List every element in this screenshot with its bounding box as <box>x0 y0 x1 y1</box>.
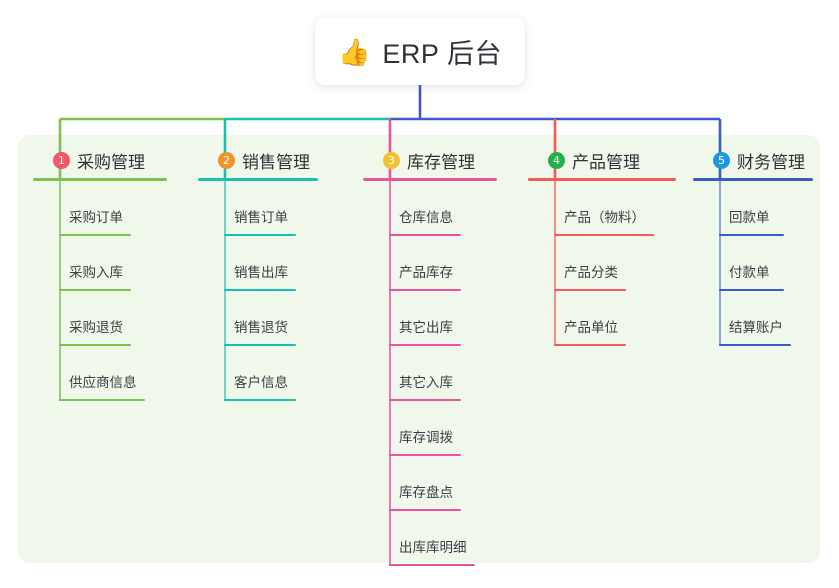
leaf-rule <box>554 344 626 346</box>
column-badge: 5 <box>713 151 730 169</box>
leaf-label: 库存盘点 <box>399 485 453 500</box>
leaf-rule <box>719 344 791 346</box>
column-采购管理: 1 采购管理采购订单采购入库采购退货供应商信息 <box>33 147 167 401</box>
leaf-label: 产品（物料） <box>564 210 645 225</box>
leaf-item[interactable]: 产品单位 <box>554 291 676 346</box>
column-header-5[interactable]: 5 财务管理 <box>693 147 813 173</box>
column-销售管理: 2 销售管理销售订单销售出库销售退货客户信息 <box>198 147 318 401</box>
column-财务管理: 5 财务管理回款单付款单结算账户 <box>693 147 813 346</box>
leaf-rule <box>59 399 145 401</box>
leaf-label: 仓库信息 <box>399 210 453 225</box>
leaf-label: 其它出库 <box>399 320 453 335</box>
leaf-rule <box>389 289 461 291</box>
leaf-item[interactable]: 其它出库 <box>389 291 497 346</box>
leaf-item[interactable]: 采购退货 <box>59 291 167 346</box>
column-header-3[interactable]: 3 库存管理 <box>363 147 497 173</box>
thumbs-up-icon: 👍 <box>338 36 371 67</box>
leaf-item[interactable]: 产品库存 <box>389 236 497 291</box>
leaf-label: 采购订单 <box>69 210 123 225</box>
leaf-item[interactable]: 销售订单 <box>224 181 318 236</box>
column-badge: 2 <box>218 151 235 169</box>
column-title: 库存管理 <box>407 152 475 172</box>
column-spine <box>719 181 721 346</box>
leaf-label: 客户信息 <box>234 375 288 390</box>
leaf-label: 销售订单 <box>234 210 288 225</box>
root-node[interactable]: 👍 ERP 后台 <box>315 18 525 85</box>
leaf-label: 供应商信息 <box>69 375 137 390</box>
leaf-item[interactable]: 供应商信息 <box>59 346 167 401</box>
column-spine <box>224 181 226 401</box>
column-spine <box>389 181 391 566</box>
leaf-rule <box>59 289 131 291</box>
leaf-rule <box>719 289 784 291</box>
leaf-rule <box>224 399 296 401</box>
leaf-rule <box>224 289 296 291</box>
column-header-rule <box>198 178 318 181</box>
leaf-label: 付款单 <box>729 265 770 280</box>
leaf-item[interactable]: 付款单 <box>719 236 813 291</box>
leaf-rule <box>224 234 296 236</box>
leaf-rule <box>554 234 654 236</box>
column-spine <box>554 181 556 346</box>
leaf-item[interactable]: 库存调拨 <box>389 401 497 456</box>
leaf-item[interactable]: 其它入库 <box>389 346 497 401</box>
column-badge: 4 <box>548 151 565 169</box>
leaf-label: 采购退货 <box>69 320 123 335</box>
column-title: 产品管理 <box>572 152 640 172</box>
leaf-item[interactable]: 出库库明细 <box>389 511 497 566</box>
column-header-rule <box>33 178 167 181</box>
column-badge: 1 <box>53 151 70 169</box>
leaf-rule <box>389 509 461 511</box>
column-header-rule <box>363 178 497 181</box>
leaf-rule <box>554 289 626 291</box>
leaf-rule <box>224 344 296 346</box>
leaf-rule <box>389 564 475 566</box>
leaf-label: 其它入库 <box>399 375 453 390</box>
diagram-panel <box>18 135 820 563</box>
leaf-rule <box>59 344 131 346</box>
leaf-label: 产品分类 <box>564 265 618 280</box>
leaf-item[interactable]: 产品（物料） <box>554 181 676 236</box>
column-title: 采购管理 <box>77 152 145 172</box>
column-产品管理: 4 产品管理产品（物料） 产品分类产品单位 <box>528 147 676 346</box>
column-header-rule <box>528 178 676 181</box>
leaf-label: 销售出库 <box>234 265 288 280</box>
leaf-rule <box>389 344 461 346</box>
column-spine <box>59 181 61 401</box>
leaf-rule <box>59 234 131 236</box>
root-title: ERP 后台 <box>382 39 502 69</box>
leaf-label: 销售退货 <box>234 320 288 335</box>
leaf-rule <box>719 234 784 236</box>
column-badge: 3 <box>383 151 400 169</box>
leaf-item[interactable]: 客户信息 <box>224 346 318 401</box>
leaf-label: 采购入库 <box>69 265 123 280</box>
column-header-4[interactable]: 4 产品管理 <box>528 147 676 173</box>
leaf-item[interactable]: 销售出库 <box>224 236 318 291</box>
leaf-label: 产品单位 <box>564 320 618 335</box>
leaf-label: 产品库存 <box>399 265 453 280</box>
leaf-label: 库存调拨 <box>399 430 453 445</box>
column-title: 财务管理 <box>737 152 805 172</box>
leaf-label: 出库库明细 <box>399 540 467 555</box>
leaf-rule <box>389 399 461 401</box>
column-header-2[interactable]: 2 销售管理 <box>198 147 318 173</box>
leaf-label: 结算账户 <box>729 320 783 335</box>
column-header-1[interactable]: 1 采购管理 <box>33 147 167 173</box>
leaf-rule <box>389 234 461 236</box>
column-header-rule <box>693 178 813 181</box>
leaf-item[interactable]: 销售退货 <box>224 291 318 346</box>
column-库存管理: 3 库存管理仓库信息产品库存其它出库其它入库库存调拨库存盘点出库库明细 <box>363 147 497 566</box>
leaf-item[interactable]: 仓库信息 <box>389 181 497 236</box>
leaf-rule <box>389 454 461 456</box>
leaf-item[interactable]: 采购入库 <box>59 236 167 291</box>
leaf-item[interactable]: 产品分类 <box>554 236 676 291</box>
leaf-label: 回款单 <box>729 210 770 225</box>
leaf-item[interactable]: 采购订单 <box>59 181 167 236</box>
leaf-item[interactable]: 回款单 <box>719 181 813 236</box>
column-title: 销售管理 <box>242 152 310 172</box>
leaf-item[interactable]: 结算账户 <box>719 291 813 346</box>
leaf-item[interactable]: 库存盘点 <box>389 456 497 511</box>
